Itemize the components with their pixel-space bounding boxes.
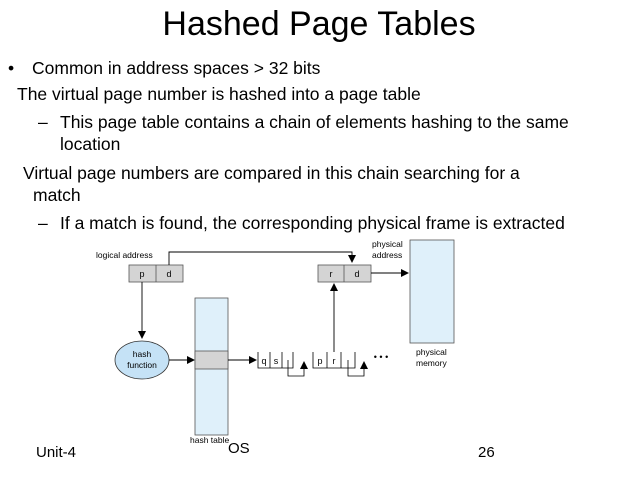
dash-icon: – — [38, 112, 48, 132]
logical-address-label: logical address — [96, 250, 153, 260]
logical-d-label: d — [166, 269, 171, 279]
hash-label-2: function — [127, 360, 157, 370]
chain-element-1 — [257, 352, 294, 369]
footer-page-number: 26 — [478, 444, 495, 461]
sub-bullet-1-line-1: This page table contains a chain of elem… — [60, 112, 569, 132]
chain-r-label: r — [333, 356, 336, 366]
bullet-icon: • — [8, 58, 15, 78]
footer-unit: Unit-4 — [36, 444, 77, 461]
physical-memory-label-2: memory — [416, 358, 447, 368]
chain-s-label: s — [274, 356, 279, 366]
hash-table-label: hash table — [190, 435, 229, 445]
hash-table-entry — [194, 350, 229, 370]
text-line-3a: Virtual page numbers are compared in thi… — [23, 163, 520, 183]
physical-r-label: r — [330, 269, 333, 279]
hash-label-1: hash — [133, 349, 152, 359]
dash-icon: – — [38, 213, 48, 233]
chain-q-label: q — [261, 356, 266, 366]
bullet-text-1: Common in address spaces > 32 bits — [32, 58, 321, 78]
text-line-2: The virtual page number is hashed into a… — [17, 84, 421, 104]
footer-course: OS — [228, 440, 250, 457]
physical-address-label-1: physical — [372, 239, 403, 249]
sub-bullet-2: If a match is found, the corresponding p… — [60, 213, 565, 233]
chain-link-2 — [347, 360, 368, 377]
physical-d-label: d — [354, 269, 359, 279]
physical-memory — [409, 239, 455, 344]
chain-ellipsis: • • • — [374, 352, 388, 362]
slide-title: Hashed Page Tables — [162, 5, 476, 43]
physical-address-box — [317, 264, 372, 283]
chain-link-1 — [287, 360, 308, 377]
logical-p-label: p — [139, 269, 144, 279]
sub-bullet-1-line-2: location — [60, 134, 121, 154]
physical-address-label-2: address — [372, 250, 402, 260]
offset-arrow — [168, 251, 356, 265]
chain-element-2 — [312, 352, 356, 369]
text-line-3b: match — [33, 185, 81, 205]
chain-p-label: p — [317, 356, 322, 366]
physical-memory-label-1: physical — [416, 347, 447, 357]
